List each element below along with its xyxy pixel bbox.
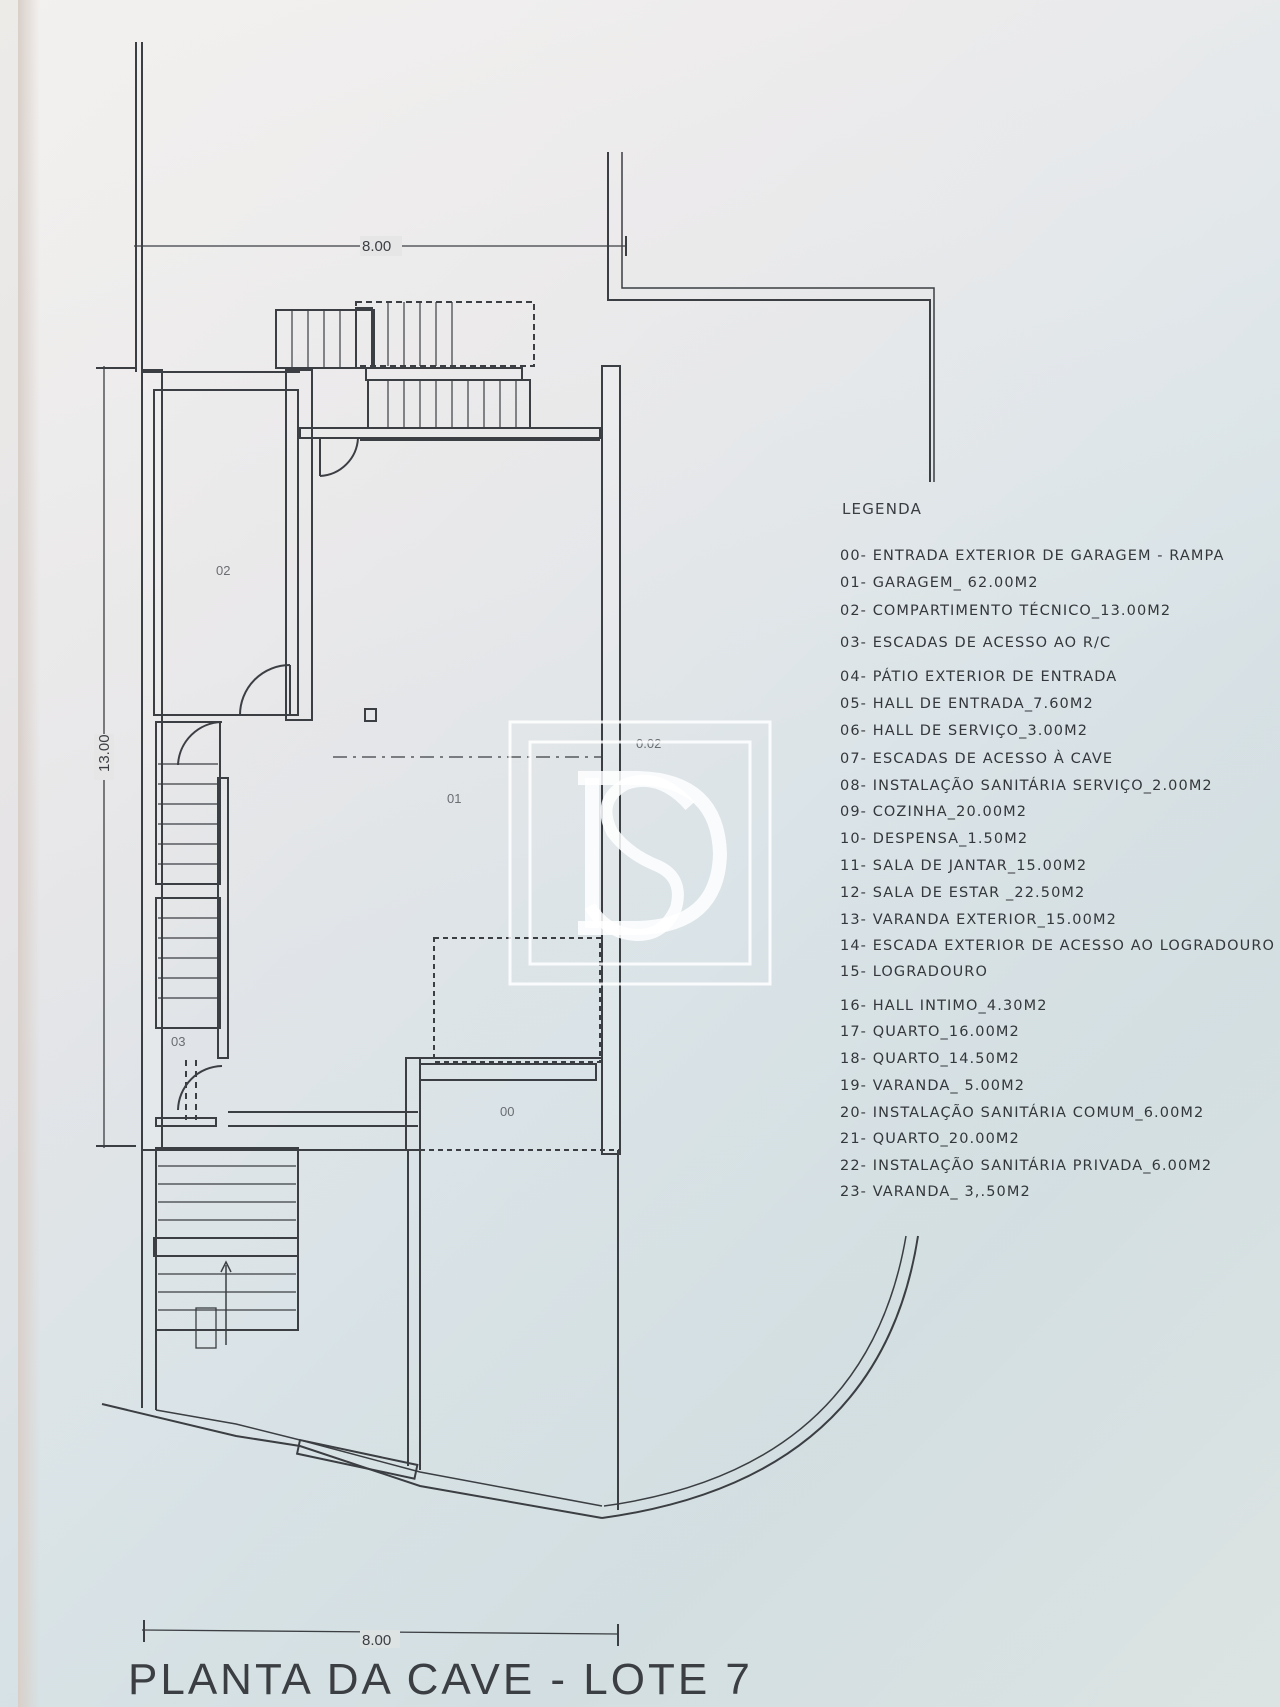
legend-item: 14- ESCADA EXTERIOR DE ACESSO AO LOGRADO… xyxy=(840,938,1276,954)
stairs-03-upper xyxy=(155,721,221,885)
legend-item: 06- HALL DE SERVIÇO_3.00M2 xyxy=(840,723,1089,739)
door-arc-03-lower xyxy=(177,1065,223,1111)
legend-item: 21- QUARTO_20.00M2 xyxy=(840,1131,1020,1147)
neighbor-line-outer xyxy=(607,152,931,482)
legend-item: 08- INSTALAÇÃO SANITÁRIA SERVIÇO_2.00M2 xyxy=(840,778,1213,794)
column-marker xyxy=(364,708,377,722)
legend-title: LEGENDA xyxy=(842,500,923,518)
neighbor-line-inner xyxy=(621,152,935,482)
legend-item: 23- VARANDA_ 3,.50M2 xyxy=(840,1184,1031,1200)
legend-item: 20- INSTALAÇÃO SANITÁRIA COMUM_6.00M2 xyxy=(840,1105,1205,1121)
stairs-top-left xyxy=(275,309,375,369)
boundary-curve-inner xyxy=(603,1235,907,1507)
wall-right xyxy=(601,365,621,1155)
sheet-edge-shadow xyxy=(18,0,40,1707)
dim-bottom-width: 8.00 xyxy=(362,1632,391,1649)
stairs-top-lower xyxy=(367,379,531,429)
legend-item: 18- QUARTO_14.50M2 xyxy=(840,1051,1020,1067)
legend-item: 22- INSTALAÇÃO SANITÁRIA PRIVADA_6.00M2 xyxy=(840,1158,1213,1174)
ramp-header xyxy=(419,1063,597,1081)
legend-item: 03- ESCADAS DE ACESSO AO R/C xyxy=(840,635,1112,651)
legend-item: 09- COZINHA_20.00M2 xyxy=(840,804,1028,820)
wall-left xyxy=(141,369,163,1151)
legend-item: 13- VARANDA EXTERIOR_15.00M2 xyxy=(840,912,1117,928)
room-02-wall-right xyxy=(285,369,313,721)
boundary-bottom xyxy=(101,1403,603,1519)
plan-title: PLANTA DA CAVE - LOTE 7 xyxy=(128,1655,753,1704)
legend-item: 16- HALL INTIMO_4.30M2 xyxy=(840,998,1048,1014)
door-arc-03-upper xyxy=(177,721,223,766)
stair-landing xyxy=(365,367,523,381)
exterior-stairs-landing xyxy=(153,1237,299,1257)
legend-item: 19- VARANDA_ 5.00M2 xyxy=(840,1078,1026,1094)
stair-post xyxy=(355,307,373,369)
legend-item: 00- ENTRADA EXTERIOR DE GARAGEM - RAMPA xyxy=(840,548,1225,564)
ramp-dashed xyxy=(433,937,601,1063)
legend-item: 01- GARAGEM_ 62.00M2 xyxy=(840,575,1039,591)
legend-item: 10- DESPENSA_1.50M2 xyxy=(840,831,1029,847)
room-label-00: 00 xyxy=(500,1104,514,1119)
room-label-01: 01 xyxy=(447,791,461,806)
legend-item: 15- LOGRADOURO xyxy=(840,964,988,980)
ds-logo-watermark-icon xyxy=(508,720,772,986)
dim-height: 13.00 xyxy=(96,734,113,772)
door-arc-02 xyxy=(239,664,291,716)
legend-item: 05- HALL DE ENTRADA_7.60M2 xyxy=(840,696,1094,712)
legend-item: 17- QUARTO_16.00M2 xyxy=(840,1024,1020,1040)
exterior-stairs-lower xyxy=(155,1255,299,1331)
exterior-stairs-upper xyxy=(155,1147,299,1239)
room-label-03: 03 xyxy=(171,1034,185,1049)
garage-bottom-pier xyxy=(405,1057,421,1151)
stairs-03-lower xyxy=(155,897,221,1029)
dim-top-width: 8.00 xyxy=(362,238,391,255)
legend-item: 02- COMPARTIMENTO TÉCNICO_13.00M2 xyxy=(840,603,1172,619)
legend-item: 07- ESCADAS DE ACESSO À CAVE xyxy=(840,751,1114,767)
boundary-curve-outer xyxy=(601,1235,919,1519)
stairs-top-dashed xyxy=(355,301,535,367)
legend-item: 12- SALA DE ESTAR _22.50M2 xyxy=(840,885,1086,901)
room-label-02: 02 xyxy=(216,563,230,578)
door-arc-entry xyxy=(319,437,359,477)
legend-item: 11- SALA DE JANTAR_15.00M2 xyxy=(840,858,1088,874)
room-02-outline xyxy=(153,389,299,716)
legend-item: 04- PÁTIO EXTERIOR DE ENTRADA xyxy=(840,669,1118,685)
wall-top-main xyxy=(299,427,601,439)
